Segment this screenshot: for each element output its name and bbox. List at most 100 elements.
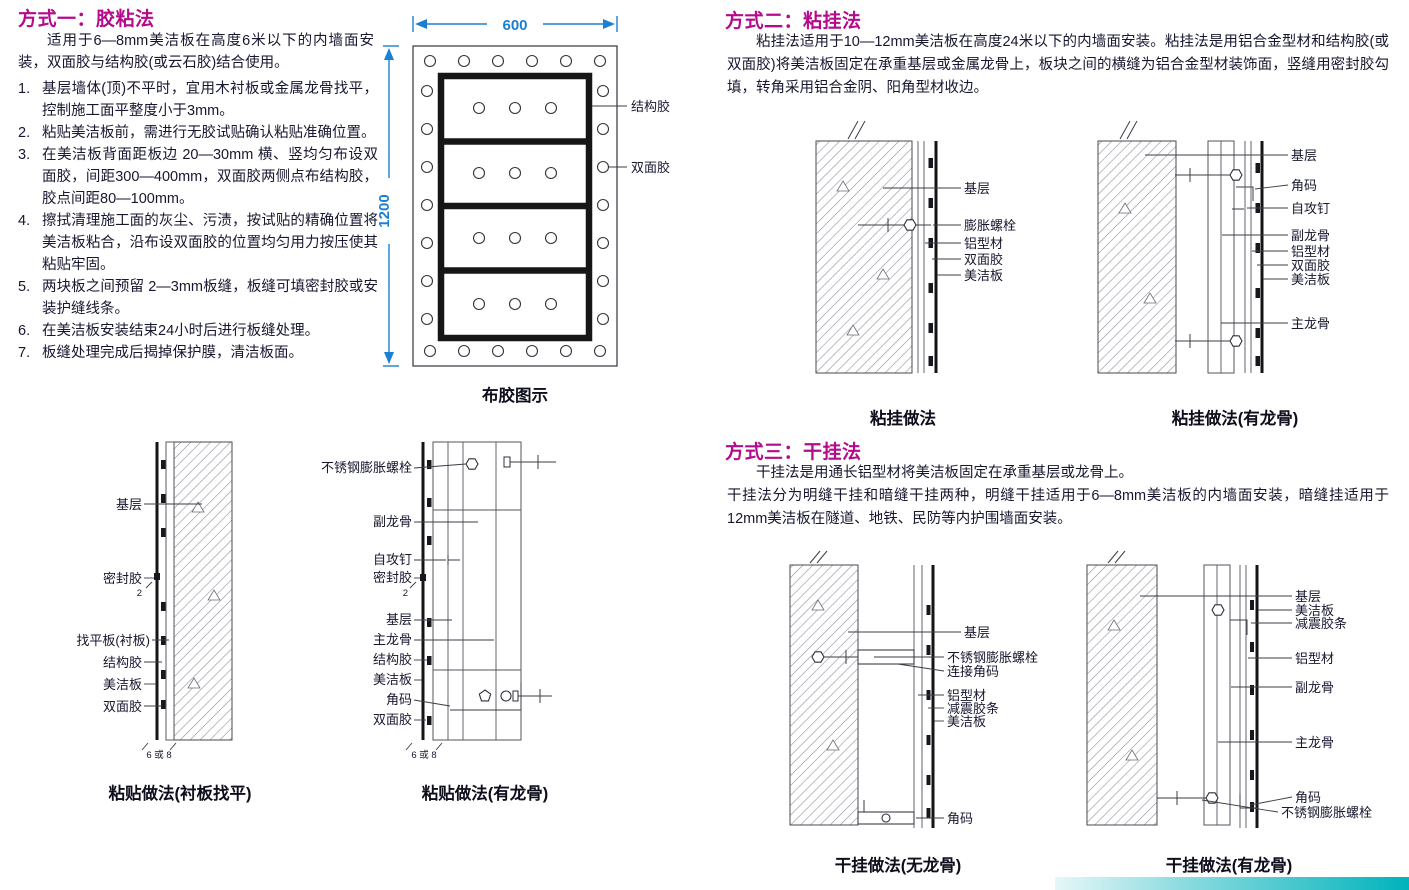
adhesive-dots — [427, 460, 432, 725]
diagram-label: 铝型材 — [947, 688, 986, 703]
step-item: 3. 在美洁板背面距板边 20—30mm 横、竖均匀布设双面胶，间距300—400… — [18, 144, 378, 210]
panel-assembly — [1244, 141, 1264, 373]
diagram-label: 角码 — [386, 692, 412, 707]
step-number: 6. — [18, 323, 31, 339]
glue-figure-caption: 布胶图示 — [482, 387, 548, 405]
method1-steps: 1.基层墙体(顶)不平时，宜用木衬板或金属龙骨找平，控制施工面平整度小于3mm。… — [18, 78, 378, 364]
sealant-joint — [154, 573, 160, 580]
rubber-strips — [926, 605, 931, 818]
anchor-bolt-icon — [858, 218, 931, 232]
diagram-label: 铝型材 — [964, 236, 1003, 251]
diagram-label: 连接角码 — [947, 664, 999, 679]
glue-layout-drawing: 600 1200 — [376, 16, 670, 367]
screw-icon — [447, 555, 460, 565]
adhesive-dots — [161, 460, 166, 709]
diagram-label: 基层 — [964, 181, 990, 196]
leader-lines — [1145, 154, 1289, 324]
part-labels: 不锈钢膨胀螺栓 副龙骨 自攻钉 密封胶 2 基层 主龙骨 结构胶 美洁板 角码 … — [321, 460, 412, 727]
section-drawing: 基层 美洁板 减震胶条 铝型材 副龙骨 主龙骨 角码 不锈钢膨胀螺栓 — [1086, 550, 1372, 828]
rubber-strips — [1250, 600, 1254, 812]
step-text: 板缝处理完成后揭掉保护膜，清洁板面。 — [42, 345, 303, 361]
bottom-anchor-icon — [1157, 791, 1258, 809]
diagram-label: 主龙骨 — [373, 632, 412, 647]
diagram-caption: 粘挂做法(有龙骨) — [1171, 410, 1299, 428]
step-number: 7. — [18, 345, 31, 361]
method3-diagram-keel: 基层 美洁板 减震胶条 铝型材 副龙骨 主龙骨 角码 不锈钢膨胀螺栓 干挂做法(… — [1082, 550, 1402, 880]
diagram-label: 基层 — [386, 612, 412, 627]
thickness-note-text: 6 或 8 — [146, 749, 171, 761]
method3-intro-line1: 干挂法是用通长铝型材将美洁板固定在承重基层或龙骨上。 — [756, 465, 1133, 481]
method2-diagram-basic: 基层 膨胀螺栓 铝型材 双面胶 美洁板 粘挂做法 — [798, 113, 1088, 433]
base-wall — [789, 550, 859, 826]
method3-intro-line2: 干挂法分为明缝干挂和暗缝干挂两种，明缝干挂适用于6—8mm美洁板的内墙面安装，暗… — [727, 488, 1389, 527]
anchor-bolt-icon — [1175, 168, 1243, 348]
method1-diagram-keel: 不锈钢膨胀螺栓 副龙骨 自攻钉 密封胶 2 基层 主龙骨 结构胶 美洁板 角码 … — [300, 432, 650, 817]
leader-lines — [1140, 595, 1293, 813]
method2-diagram-keel: 基层 角码 自攻钉 副龙骨 铝型材 双面胶 美洁板 主龙骨 粘挂做法(有龙骨) — [1090, 113, 1405, 433]
keel-structure — [432, 441, 522, 741]
base-wall — [1086, 550, 1158, 826]
diagram-label: 铝型材 — [1295, 651, 1334, 666]
step-number: 4. — [18, 213, 31, 229]
step-text: 两块板之间预留 2—3mm板缝，板缝可填密封胶或安装护缝线条。 — [42, 279, 378, 317]
section-drawing: 基层 膨胀螺栓 铝型材 双面胶 美洁板 — [815, 120, 1016, 374]
width-dimension-value: 600 — [502, 17, 527, 34]
inner-glue-dots — [472, 101, 558, 311]
diagram-label: 副龙骨 — [373, 514, 412, 529]
base-wall — [815, 120, 913, 374]
diagram-label: 主龙骨 — [1295, 735, 1334, 750]
perimeter-glue-dots — [420, 54, 610, 358]
structural-adhesive-label: 结构胶 — [631, 99, 670, 114]
diagram-label: 减震胶条 — [947, 701, 999, 716]
diagram-caption: 粘贴做法(有龙骨) — [421, 785, 549, 803]
section-drawing: 基层 密封胶 2 找平板(衬板) 结构胶 美洁板 双面胶 6 或 8 — [76, 441, 233, 761]
step-item: 4. 擦拭清理施工面的灰尘、污渍，按试贴的精确位置将美洁板粘合，沿布设双面胶的位置… — [18, 210, 378, 276]
diagram-label: 结构胶 — [373, 652, 412, 667]
diagram-caption: 粘贴做法(衬板找平) — [108, 785, 252, 803]
diagram-label: 基层 — [1295, 589, 1321, 604]
diagram-caption: 干挂做法(无龙骨) — [834, 857, 962, 875]
step-number: 3. — [18, 147, 31, 163]
diagram-label: 副龙骨 — [1291, 228, 1330, 243]
diagram-label: 美洁板 — [1291, 272, 1330, 287]
step-number: 5. — [18, 279, 31, 295]
structural-adhesive-frame — [437, 72, 593, 342]
keel-structure — [1203, 564, 1231, 826]
width-dimension: 600 — [412, 16, 618, 34]
method2-intro: 粘挂法适用于10—12mm美洁板在高度24米以下的内墙面安装。粘挂法是用铝合金型… — [727, 34, 1389, 96]
method3-diagram-basic: 基层 不锈钢膨胀螺栓 连接角码 铝型材 减震胶条 美洁板 角码 干挂做法(无龙骨… — [778, 550, 1078, 880]
diagram-label: 密封胶 — [103, 571, 142, 586]
adhesive-dots — [1255, 163, 1260, 366]
part-labels: 基层 膨胀螺栓 铝型材 双面胶 美洁板 — [964, 181, 1016, 283]
diagram-caption: 粘挂做法 — [870, 410, 936, 428]
method1-intro: 适用于6—8mm美洁板在高度6米以下的内墙面安装，双面胶与结构胶(或云石胶)结合… — [18, 33, 374, 71]
adhesive-dots — [928, 158, 933, 366]
diagram-label: 美洁板 — [964, 268, 1003, 283]
diagram-label: 不锈钢膨胀螺栓 — [947, 650, 1038, 665]
top-bracket-icon — [1211, 604, 1248, 635]
diagram-label: 美洁板 — [103, 677, 142, 692]
diagram-label: 结构胶 — [103, 655, 142, 670]
sealant-joint — [420, 574, 426, 581]
part-labels: 基层 角码 自攻钉 副龙骨 铝型材 双面胶 美洁板 主龙骨 — [1291, 148, 1330, 331]
leader-lines — [848, 631, 961, 819]
panel-assembly — [1239, 565, 1259, 828]
bottom-bracket-icon — [857, 800, 915, 825]
step-text: 在美洁板背面距板边 20—30mm 横、竖均匀布设双面胶，间距300—400mm… — [42, 147, 378, 207]
thickness-note: 6 或 8 — [141, 742, 177, 761]
diagram-caption: 干挂做法(有龙骨) — [1165, 857, 1293, 875]
seam-dimension: 2 — [137, 588, 142, 599]
step-text: 粘贴美洁板前，需进行无胶试贴确认粘贴准确位置。 — [42, 125, 376, 141]
bracket-icon — [1232, 186, 1254, 210]
step-text: 擦拭清理施工面的灰尘、污渍，按试贴的精确位置将美洁板粘合，沿布设双面胶的位置均匀… — [42, 213, 378, 273]
step-text: 基层墙体(顶)不平时，宜用木衬板或金属龙骨找平，控制施工面平整度小于3mm。 — [42, 81, 378, 119]
diagram-label: 角码 — [1295, 790, 1321, 805]
base-wall — [1097, 120, 1177, 374]
glue-callouts: 结构胶 双面胶 — [592, 99, 670, 175]
diagram-label: 膨胀螺栓 — [964, 218, 1016, 233]
section-drawing: 基层 不锈钢膨胀螺栓 连接角码 铝型材 减震胶条 美洁板 角码 — [789, 550, 1038, 828]
diagram-label: 基层 — [116, 497, 142, 512]
part-labels: 基层 密封胶 2 找平板(衬板) 结构胶 美洁板 双面胶 — [76, 497, 150, 714]
height-dimension: 1200 — [376, 45, 399, 367]
